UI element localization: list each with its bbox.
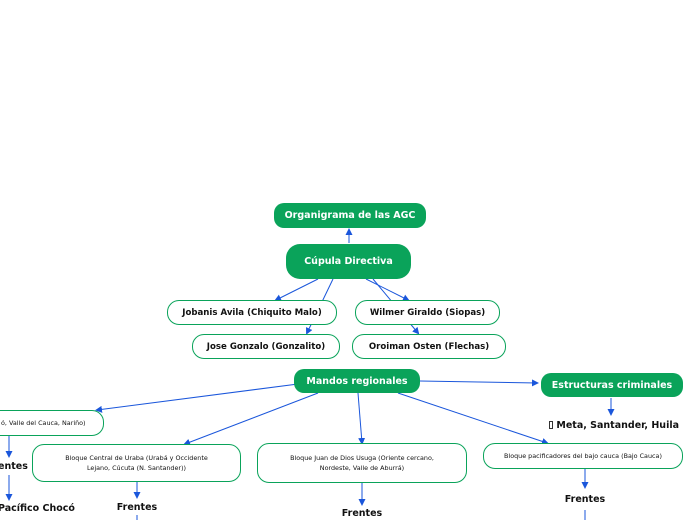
node-frentes-uraba: Frentes <box>116 501 158 513</box>
checkbox-icon <box>549 421 554 429</box>
connector-mandos-uraba <box>183 392 319 446</box>
node-jobanis[interactable]: Jobanis Avila (Chiquito Malo) <box>167 300 337 325</box>
node-mandos-regionales[interactable]: Mandos regionales <box>294 369 420 393</box>
connector-mandos-estructuras <box>419 379 539 387</box>
node-bloque-uraba[interactable]: Bloque Central de Uraba (Urabá y Occiden… <box>32 444 241 482</box>
node-bloque-juan-de-dios[interactable]: Bloque Juan de Dios Usuga (Oriente cerca… <box>257 443 467 483</box>
node-oroiman[interactable]: Oroiman Osten (Flechas) <box>352 334 506 359</box>
node-pacifico-choco: Pacífico Chocó <box>0 502 75 514</box>
connector-mandos-bajocauca <box>397 392 549 445</box>
connector-mandos-pacifico <box>95 383 299 413</box>
node-wilmer[interactable]: Wilmer Giraldo (Siopas) <box>355 300 500 325</box>
node-jose[interactable]: Jose Gonzalo (Gonzalito) <box>192 334 340 359</box>
node-bloque-pacifico[interactable]: ó, Valle del Cauca, Nariño) <box>0 410 104 436</box>
node-estructuras-criminales[interactable]: Estructuras criminales <box>541 373 683 397</box>
node-frentes-juan: Frentes <box>341 507 383 519</box>
node-frentes-left: entes <box>0 460 28 472</box>
connector-cupula-wilmer <box>365 278 410 301</box>
node-frentes-bajo-cauca: Frentes <box>564 493 606 505</box>
node-cupula-directiva[interactable]: Cúpula Directiva <box>286 244 411 279</box>
connector-cupula-jobanis <box>274 278 319 301</box>
connector-mandos-juan <box>357 392 366 445</box>
node-organigrama[interactable]: Organigrama de las AGC <box>274 203 426 228</box>
node-meta-santander-huila: Meta, Santander, Huila <box>549 418 679 432</box>
node-bloque-bajo-cauca[interactable]: Bloque pacificadores del bajo cauca (Baj… <box>483 443 683 469</box>
meta-label: Meta, Santander, Huila <box>556 419 679 431</box>
